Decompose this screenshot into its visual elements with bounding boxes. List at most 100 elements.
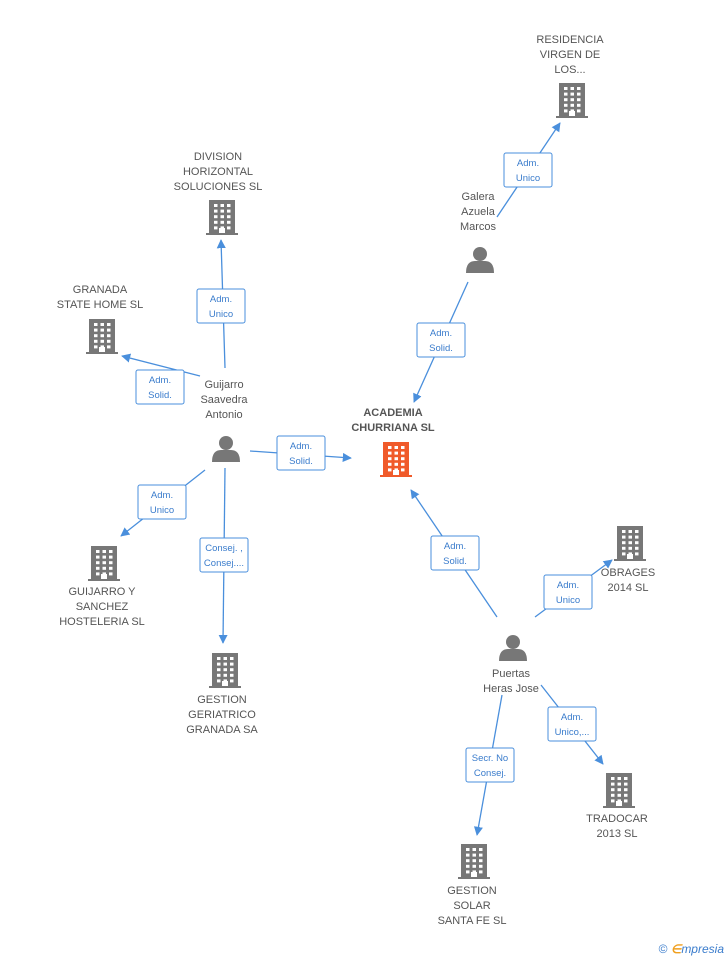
building-icon: [614, 526, 646, 561]
edges-layer: Adm.UnicoAdm.Solid.Adm.UnicoAdm.Solid.Ad…: [120, 122, 613, 836]
edge-label-box[interactable]: Adm. Solid.: [135, 369, 185, 405]
building-icon: [88, 546, 120, 581]
building-icon: [556, 83, 588, 118]
edge-label-box[interactable]: Consej. , Consej....: [199, 537, 249, 573]
edge-guijarro-to-guijarro-sanchez: Adm. Unico: [120, 469, 206, 537]
edge-guijarro-to-gestion-geriatrico: Consej. , Consej....: [199, 467, 249, 644]
node-label: CHURRIANA SL: [351, 422, 435, 434]
building-icon: [458, 844, 490, 879]
node-granada-state[interactable]: GRANADA STATE HOME SL: [57, 284, 143, 354]
edge-label-text: Adm.: [444, 541, 466, 552]
node-label: Antonio: [205, 409, 242, 421]
brand-logo-e: ∈: [670, 942, 682, 956]
node-label: GUIJARRO Y: [68, 586, 136, 598]
node-tradocar[interactable]: TRADOCAR 2013 SL: [586, 773, 648, 840]
brand-logo-text: mpresia: [681, 942, 724, 956]
node-label: SANTA FE SL: [438, 915, 507, 927]
node-label: GRANADA: [73, 284, 128, 296]
edge-label-text: Adm.: [149, 375, 171, 386]
edge-label-text: Consej. ,: [205, 543, 243, 554]
edge-galera-to-academia: Adm. Solid.: [413, 281, 469, 403]
node-label: SANCHEZ: [76, 601, 129, 613]
edge-label-text: Solid.: [429, 343, 453, 354]
nodes-layer: ACADEMIA CHURRIANA SL RESIDENCIA VIRGEN DE L…: [57, 34, 655, 927]
building-icon: [380, 442, 412, 477]
brand-footer: © ∈mpresia: [659, 942, 724, 956]
node-label: Azuela: [461, 206, 496, 218]
edge-line: [121, 353, 201, 377]
edge-label-box[interactable]: Adm. Unico: [196, 288, 246, 324]
node-label: GRANADA SA: [186, 724, 258, 736]
edge-label-box[interactable]: Adm. Unico: [137, 484, 187, 520]
edge-label-text: Unico: [150, 505, 174, 516]
edge-label-text: Adm.: [430, 328, 452, 339]
edge-label-box[interactable]: Adm. Solid.: [416, 322, 466, 358]
node-label: Galera: [461, 191, 495, 203]
node-label: 2014 SL: [608, 582, 649, 594]
person-icon: [499, 635, 527, 661]
edge-label-text: Solid.: [289, 456, 313, 467]
edge-label-text: Adm.: [557, 580, 579, 591]
edge-label-text: Adm.: [561, 712, 583, 723]
edge-guijarro-to-granada-state: Adm. Solid.: [121, 353, 201, 405]
node-label: Puertas: [492, 668, 530, 680]
building-icon: [209, 653, 241, 688]
edge-label-box[interactable]: Adm. Solid.: [276, 435, 326, 471]
edge-label-text: Unico: [516, 173, 540, 184]
edge-label-text: Unico: [209, 309, 233, 320]
edge-label-text: Solid.: [148, 390, 172, 401]
person-icon: [466, 247, 494, 273]
node-label: SOLAR: [453, 900, 490, 912]
edge-label-box[interactable]: Secr. No Consej.: [465, 747, 515, 783]
building-icon: [206, 200, 238, 235]
edge-puertas-to-tradocar: Adm. Unico,...: [540, 684, 604, 765]
node-label: STATE HOME SL: [57, 299, 143, 311]
node-label: 2013 SL: [597, 828, 638, 840]
node-division[interactable]: DIVISION HORIZONTAL SOLUCIONES SL: [174, 151, 263, 235]
edge-label-text: Adm.: [517, 158, 539, 169]
node-obrages[interactable]: OBRAGES 2014 SL: [601, 526, 655, 594]
edge-puertas-to-academia: Adm. Solid.: [410, 489, 498, 618]
edge-label-text: Secr. No: [472, 753, 508, 764]
edge-label-text: Adm.: [210, 294, 232, 305]
edge-label-text: Adm.: [151, 490, 173, 501]
edge-puertas-to-obrages: Adm. Unico: [534, 559, 613, 618]
node-label: LOS...: [554, 64, 585, 76]
node-gestion-solar[interactable]: GESTION SOLAR SANTA FE SL: [438, 844, 507, 927]
node-label: Marcos: [460, 221, 497, 233]
node-academia[interactable]: ACADEMIA CHURRIANA SL: [351, 407, 435, 477]
node-label: Saavedra: [200, 394, 248, 406]
node-label: ACADEMIA: [363, 407, 422, 419]
edge-guijarro-to-academia: Adm. Solid.: [249, 435, 352, 471]
node-label: Heras Jose: [483, 683, 539, 695]
node-label: DIVISION: [194, 151, 242, 163]
building-icon: [603, 773, 635, 808]
edge-label-box[interactable]: Adm. Unico: [543, 574, 593, 610]
edge-label-text: Solid.: [443, 556, 467, 567]
node-label: GESTION: [447, 885, 497, 897]
edge-label-text: Unico,...: [555, 727, 590, 738]
node-guijarro-sanchez[interactable]: GUIJARRO Y SANCHEZ HOSTELERIA SL: [59, 546, 145, 628]
node-label: RESIDENCIA: [536, 34, 604, 46]
node-label: GESTION: [197, 694, 247, 706]
node-label: Guijarro: [204, 379, 243, 391]
node-label: TRADOCAR: [586, 813, 648, 825]
node-label: SOLUCIONES SL: [174, 181, 263, 193]
edge-label-text: Consej.: [474, 768, 506, 779]
node-gestion-geriatrico[interactable]: GESTION GERIATRICO GRANADA SA: [186, 653, 258, 736]
node-label: VIRGEN DE: [540, 49, 601, 61]
node-residencia[interactable]: RESIDENCIA VIRGEN DE LOS...: [536, 34, 604, 118]
edge-label-box[interactable]: Adm. Solid.: [430, 535, 480, 571]
node-label: HOSTELERIA SL: [59, 616, 145, 628]
edge-label-text: Unico: [556, 595, 580, 606]
node-label: GERIATRICO: [188, 709, 256, 721]
node-label: OBRAGES: [601, 567, 655, 579]
edge-label-box[interactable]: Adm. Unico: [503, 152, 553, 188]
node-label: HORIZONTAL: [183, 166, 253, 178]
edge-label-box[interactable]: Adm. Unico,...: [547, 706, 597, 742]
edge-label-text: Consej....: [204, 558, 244, 569]
edge-label-text: Adm.: [290, 441, 312, 452]
